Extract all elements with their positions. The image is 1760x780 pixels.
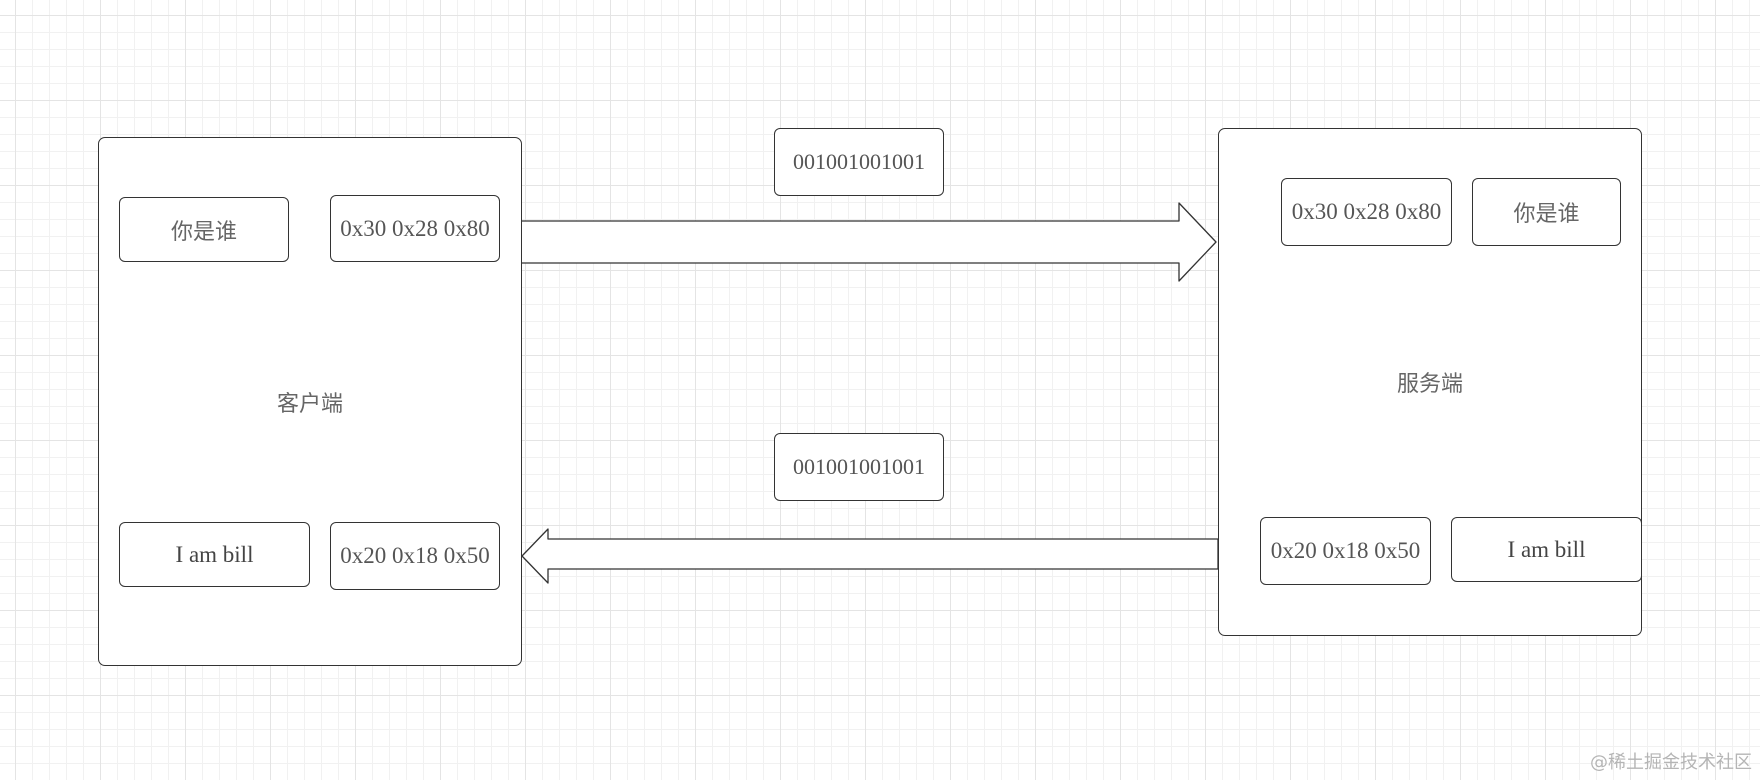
server-answer-hex-box: 0x20 0x18 0x50 [1260, 517, 1431, 585]
client-label: 客户端 [276, 391, 343, 417]
server-question-hex: 0x30 0x28 0x80 [1291, 199, 1442, 224]
client-question-text: 你是谁 [170, 219, 237, 245]
client-question-hex-box: 0x30 0x28 0x80 [330, 195, 500, 262]
server-question-hex-box: 0x30 0x28 0x80 [1281, 178, 1452, 246]
client-answer-text-box: I am bill [119, 522, 310, 587]
request-arrow [520, 202, 1217, 282]
server-question-text-box: 你是谁 [1472, 178, 1621, 246]
server-answer-hex: 0x20 0x18 0x50 [1270, 538, 1421, 563]
client-answer-text: I am bill [175, 541, 254, 567]
server-label: 服务端 [1396, 372, 1463, 397]
server-answer-text: I am bill [1507, 536, 1586, 562]
client-question-text-box: 你是谁 [119, 197, 289, 262]
request-bits-box: 001001001001 [774, 128, 944, 196]
response-bits-box: 001001001001 [774, 433, 944, 501]
watermark: @稀土掘金技术社区 [1590, 752, 1752, 773]
client-answer-hex-box: 0x20 0x18 0x50 [330, 522, 500, 590]
response-arrow [521, 528, 1219, 584]
server-answer-text-box: I am bill [1451, 517, 1642, 582]
client-question-hex: 0x30 0x28 0x80 [340, 215, 490, 241]
server-question-text: 你是谁 [1513, 202, 1580, 227]
response-bits: 001001001001 [793, 454, 925, 479]
request-bits: 001001001001 [793, 149, 925, 174]
client-answer-hex: 0x20 0x18 0x50 [340, 543, 490, 568]
